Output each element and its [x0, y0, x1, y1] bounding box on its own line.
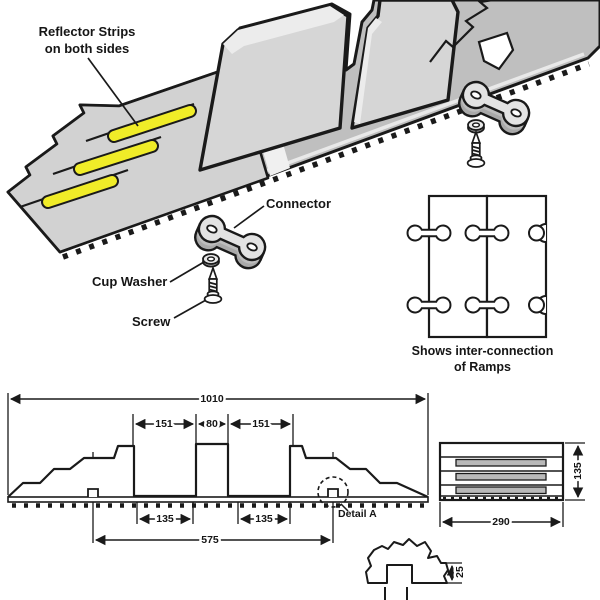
dim-detail-depth: 25 — [454, 566, 466, 578]
end-view-drawing: 135 290 — [438, 441, 587, 531]
screw-leader — [173, 299, 207, 319]
ramp-3d-illustration — [6, 0, 600, 319]
base-serration — [62, 61, 590, 260]
dim-channel-span: 575 — [201, 534, 219, 546]
cup-washer-callout: Cup Washer — [92, 274, 168, 289]
section-profile — [7, 442, 429, 499]
reflector-strips-callout: Reflector Strips on both sides — [12, 24, 162, 57]
dim-top-left-channel: 151 — [155, 418, 173, 430]
stepped-ramp — [6, 64, 270, 254]
interconnection-diagram — [406, 194, 548, 339]
reflector-strips — [41, 104, 197, 209]
detail-a-circle — [317, 476, 349, 508]
dim-end-width: 290 — [492, 516, 510, 528]
screw-part — [203, 267, 223, 304]
screw-callout: Screw — [132, 314, 171, 329]
cup-washer-part — [202, 253, 220, 268]
dimension-lines — [9, 393, 427, 546]
connector-callout: Connector — [266, 196, 331, 211]
dim-bottom-left-channel: 135 — [156, 513, 174, 525]
edge-interlock — [528, 223, 547, 315]
reflector-callout-line2: on both sides — [44, 40, 130, 56]
end-view-extension-lines — [439, 442, 585, 527]
end-view-step-lines — [440, 456, 563, 497]
dim-end-height: 135 — [572, 462, 584, 480]
screw-part-top — [466, 131, 486, 168]
reflector-strip-3 — [109, 106, 195, 141]
detail-a-fragment — [365, 538, 449, 584]
stair-block — [6, 64, 270, 254]
reflector-leader — [87, 57, 139, 127]
end-view-dim-lines — [441, 444, 584, 528]
detail-a-extension-lines — [441, 562, 462, 584]
dim-top-center-rib: 80 — [206, 418, 218, 430]
ramp-plan-right — [485, 194, 548, 339]
channel-lid-1 — [198, 4, 350, 172]
cup-washer-leader — [169, 261, 205, 283]
detail-a-section-lines — [384, 587, 408, 600]
far-ramp-zigzag — [429, 0, 494, 63]
connector-leader — [233, 205, 265, 229]
cross-section-drawing: 1010 151 80 151 135 135 575 — [7, 391, 429, 549]
interlock-notch — [477, 31, 515, 71]
detail-a-leader — [340, 503, 349, 512]
leader-lines — [87, 57, 265, 319]
dim-overall-width: 1010 — [200, 393, 224, 405]
ramp-plan-left — [427, 194, 489, 339]
anchor-tab-left — [87, 488, 99, 497]
section-base — [7, 496, 429, 503]
channel-lid-2 — [350, 0, 460, 130]
end-view-reflector-bars — [455, 458, 547, 495]
dim-top-right-channel: 151 — [252, 418, 270, 430]
interconnection-caption: Shows inter-connection of Ramps — [390, 343, 575, 375]
anchor-tab-right — [327, 488, 339, 497]
interconnection-caption-line1: Shows inter-connection — [411, 344, 554, 358]
detail-a-view: 25 — [365, 538, 469, 600]
interconnection-caption-line2: of Ramps — [454, 360, 511, 374]
dim-bottom-right-channel: 135 — [255, 513, 273, 525]
reflector-strip-2 — [75, 141, 157, 174]
detail-a-label: Detail A — [338, 508, 377, 520]
reflector-callout-line1: Reflector Strips — [38, 24, 136, 39]
reflector-strip-1 — [43, 176, 117, 207]
